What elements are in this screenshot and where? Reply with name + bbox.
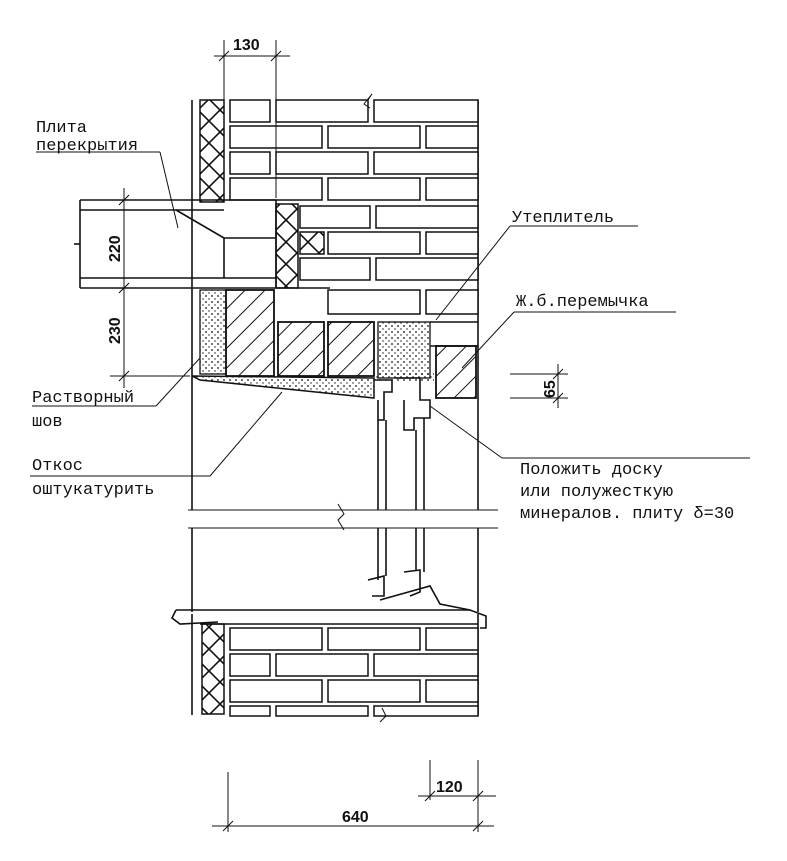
insulation-fill xyxy=(377,321,431,379)
window-frame-top xyxy=(374,372,434,510)
insulation-strip-lower xyxy=(201,623,225,715)
lintel-block-2 xyxy=(277,321,325,377)
lintel-block-3 xyxy=(327,321,375,377)
label-board-2: или полужесткую xyxy=(520,483,673,502)
lintel-block-1 xyxy=(225,289,275,377)
label-board-1: Положить доску xyxy=(520,461,663,480)
dim-130: 130 xyxy=(233,37,260,54)
label-reveal-1: Откос xyxy=(32,457,83,476)
upper-wall xyxy=(191,93,479,510)
dim-65: 65 xyxy=(542,380,559,398)
label-reveal-2: оштукатурить xyxy=(32,481,154,500)
lintel-zone xyxy=(191,289,479,510)
dim-220: 220 xyxy=(107,235,124,262)
lower-wall xyxy=(191,614,479,723)
label-mortar-2: шов xyxy=(32,413,63,432)
insulation-small-box xyxy=(299,231,325,255)
label-lintel: Ж.б.перемычка xyxy=(516,293,649,312)
label-mortar-1: Растворный xyxy=(32,389,134,408)
insulation-block-slab xyxy=(275,203,299,289)
leader-lines xyxy=(30,151,750,477)
plaster-reveal xyxy=(191,375,375,399)
break-lines xyxy=(188,503,498,531)
dimension-texts: 130 220 230 65 120 640 xyxy=(107,37,559,826)
label-board-3: минералов. плиту δ=30 xyxy=(520,505,734,524)
brick-courses-upper xyxy=(229,99,479,315)
callout-labels: Плита перекрытия Утеплитель Ж.б.перемычк… xyxy=(32,119,734,524)
label-slab-1: Плита xyxy=(36,119,87,138)
insulation-strip-upper xyxy=(199,99,225,203)
window-frame-bottom xyxy=(170,528,487,629)
lintel-block-4 xyxy=(435,345,477,399)
label-insulation: Утеплитель xyxy=(512,209,614,228)
dim-120: 120 xyxy=(436,779,463,796)
dim-640: 640 xyxy=(342,809,369,826)
dimension-lines xyxy=(110,40,568,832)
label-slab-2: перекрытия xyxy=(36,137,138,156)
mortar-fill xyxy=(199,289,227,375)
dim-230: 230 xyxy=(107,317,124,344)
